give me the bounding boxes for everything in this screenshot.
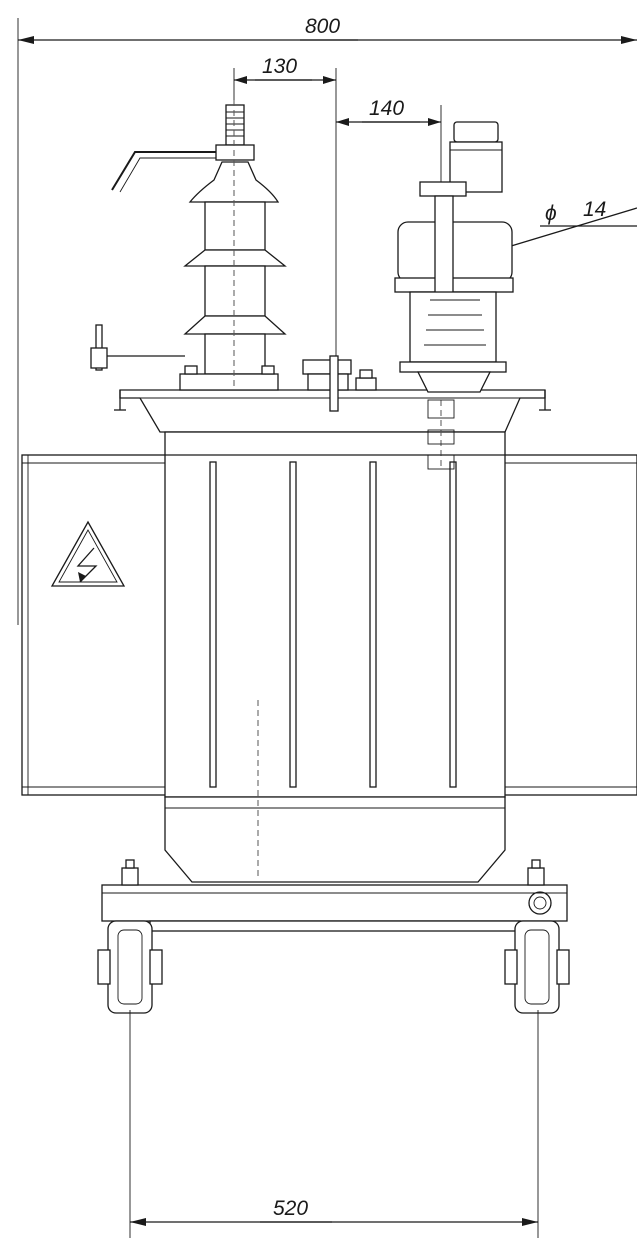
wheel-right — [504, 920, 570, 1014]
lv-bushing — [394, 121, 514, 470]
high-voltage-warning-icon — [50, 520, 126, 587]
wheel-left — [97, 920, 163, 1014]
dimension-label-130: 130 — [262, 55, 297, 78]
dimension-label-520: 520 — [273, 1197, 308, 1220]
dimension-wheel-track: 520 — [129, 1010, 539, 1238]
dimension-label-800: 800 — [305, 15, 340, 38]
undercarriage — [101, 859, 568, 932]
dimension-label-14: 14 — [583, 198, 606, 221]
dimension-label-140: 140 — [369, 97, 404, 120]
transformer-tank — [164, 431, 506, 883]
dimension-overall-width: 800 — [17, 15, 637, 625]
grounding-rod — [90, 324, 185, 371]
diameter-symbol: ϕ — [545, 202, 557, 225]
hv-bushing — [111, 100, 287, 391]
oil-filler-cap — [302, 355, 352, 412]
oil-level-indicator — [355, 369, 377, 391]
